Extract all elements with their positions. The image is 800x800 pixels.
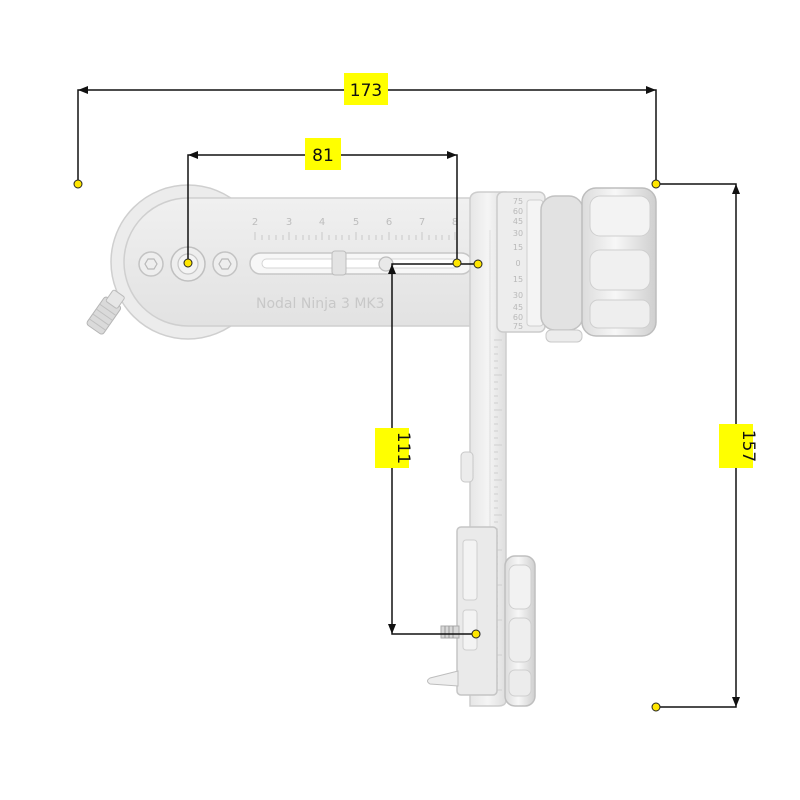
rotator-scale-mark: 75 — [513, 197, 523, 206]
rotator-scale-mark: 75 — [513, 322, 523, 331]
lock-knob — [86, 289, 125, 335]
dimension-arrows — [78, 86, 740, 707]
rotator-scale-mark: 45 — [513, 303, 523, 312]
rotator-scale-mark: 30 — [513, 229, 523, 238]
marker-dot — [452, 258, 462, 268]
rotator-scale-mark: 45 — [513, 217, 523, 226]
hex-screw-left — [138, 251, 164, 277]
camera-platform — [427, 526, 536, 707]
label-box-111 — [375, 428, 409, 468]
reference-markers — [73, 179, 661, 712]
dimension-81-label: 81 — [312, 146, 334, 166]
rotator-scale-mark: 0 — [515, 259, 520, 268]
arm-scale-labels: 2 3 4 5 6 7 8 — [252, 217, 458, 228]
arm-scale-ticks — [254, 232, 456, 240]
marker-dot — [651, 702, 661, 712]
marker-dot — [473, 259, 483, 269]
rotator-scale-mark: 60 — [513, 313, 523, 322]
rotator-scale-mark: 30 — [513, 291, 523, 300]
rotator-scale-mark: 15 — [513, 275, 523, 284]
rotator-scale-mark: 15 — [513, 243, 523, 252]
hex-screw-right — [212, 251, 238, 277]
slide-stop — [331, 250, 347, 276]
camera-screw — [440, 625, 460, 639]
rotator-scale-mark: 60 — [513, 207, 523, 216]
marker-dot — [73, 179, 83, 189]
marker-dot — [183, 258, 193, 268]
label-box-81 — [305, 138, 341, 170]
arm-scale-mark: 7 — [419, 217, 425, 228]
marker-dot — [471, 629, 481, 639]
dimension-labels: 173 81 111 157 — [305, 73, 758, 468]
label-box-173 — [344, 73, 388, 105]
dimension-173-label: 173 — [350, 81, 382, 101]
rotator-ring — [540, 195, 584, 331]
marker-dot — [651, 179, 661, 189]
arm-scale-mark: 2 — [252, 217, 258, 228]
rotator-scale: 75 60 45 30 15 0 15 30 45 60 75 — [513, 197, 523, 331]
brand-label: Nodal Ninja 3 MK3 — [256, 296, 385, 312]
dimension-111-label: 111 — [393, 432, 413, 464]
device: 2 3 4 5 6 7 8 Nodal Ninja 3 MK3 — [86, 184, 657, 707]
arm-scale-mark: 6 — [386, 217, 392, 228]
arm-scale-mark: 5 — [353, 217, 359, 228]
clamp-knob — [581, 187, 657, 337]
release-lever — [427, 670, 459, 687]
arm-scale-mark: 3 — [286, 217, 292, 228]
dimension-157-label: 157 — [738, 430, 758, 462]
arm-scale-mark: 4 — [319, 217, 325, 228]
dimension-lines — [77, 89, 737, 708]
arm-scale-mark: 8 — [452, 217, 458, 228]
label-box-157 — [719, 424, 753, 468]
